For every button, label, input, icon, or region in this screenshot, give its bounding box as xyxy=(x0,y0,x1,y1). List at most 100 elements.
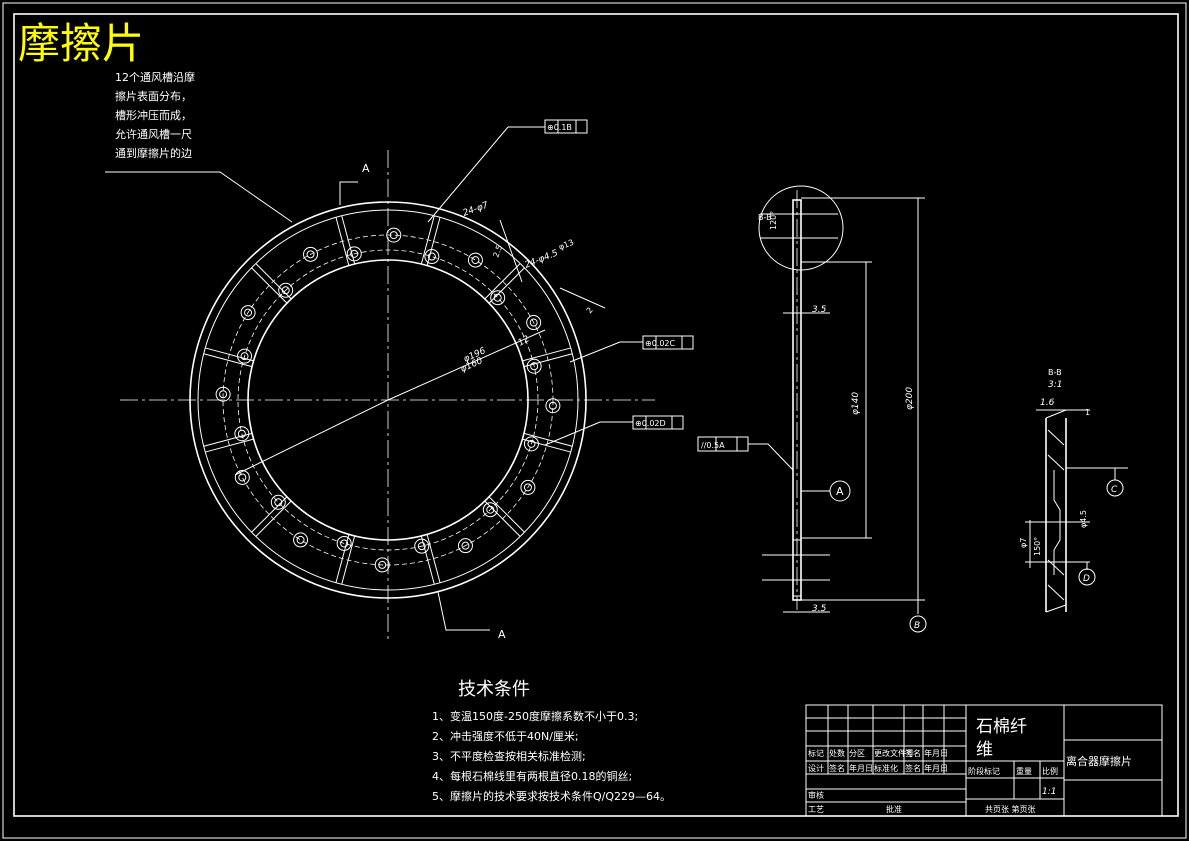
view-label-bb: B-B xyxy=(758,213,772,222)
tolerance-frame-c: ⊕0.02C xyxy=(642,335,694,350)
rivet-hole xyxy=(237,429,246,438)
vent-groove-edge xyxy=(484,500,521,537)
title-block-label: 年月日 xyxy=(924,748,948,758)
rivet-hole xyxy=(340,539,349,548)
rivet-hole xyxy=(493,293,502,302)
vent-groove-edge xyxy=(488,496,525,533)
dim-line-196 xyxy=(387,329,546,401)
vent-groove-edge xyxy=(255,263,292,300)
rivet-hole xyxy=(424,249,440,265)
title-block-label: 处数 xyxy=(829,748,845,758)
hole-circle-inner xyxy=(237,249,539,551)
dim-140: φ140 xyxy=(851,392,861,415)
svg-text:1、变温150度-250度摩擦系数不小于0.3;: 1、变温150度-250度摩擦系数不小于0.3; xyxy=(432,709,638,723)
leader-tol-d xyxy=(544,421,601,446)
vent-groove-edge xyxy=(522,438,571,453)
rivet-hole xyxy=(527,439,536,448)
rivet-hole xyxy=(244,308,253,317)
vent-groove-edge xyxy=(523,353,573,368)
dim-12: 12 xyxy=(517,334,532,349)
rivet-hole xyxy=(238,473,247,482)
svg-text:比例: 比例 xyxy=(1042,766,1058,776)
thickness-top: 3.5 xyxy=(812,305,827,315)
datum-b xyxy=(909,615,927,633)
material-line2: 维 xyxy=(976,740,993,760)
rivet-hole xyxy=(270,494,286,510)
svg-text://0.5A: //0.5A xyxy=(701,441,725,450)
vent-groove-edge xyxy=(426,534,441,583)
rivet-holes xyxy=(215,227,561,573)
rivet-hole xyxy=(467,252,483,268)
rivet-hole xyxy=(274,498,283,507)
svg-text:D: D xyxy=(1083,574,1090,584)
title-block: 石棉纤 维 离合器摩擦片 标记处数分区更改文件号签名年月日 设计签名年月日标准化… xyxy=(805,704,1163,817)
angle-120: 120° xyxy=(769,211,778,230)
svg-text:B: B xyxy=(914,621,920,631)
material-line1: 石棉纤 xyxy=(976,717,1027,737)
rivet-hole xyxy=(526,315,542,331)
svg-text:阶段标记: 阶段标记 xyxy=(968,766,1000,776)
vent-groove-edge xyxy=(335,217,350,266)
vent-groove-edge xyxy=(523,432,573,447)
title-block-label: 签名 xyxy=(905,748,921,758)
rivet-hole xyxy=(548,401,557,410)
vent-groove-edge xyxy=(420,215,435,265)
detail-label: B-B xyxy=(1048,368,1062,377)
vent-groove-note: 12个通风槽沿摩 擦片表面分布， 槽形冲压而成， 允许通风槽一尺 通到摩擦片的边 xyxy=(105,70,293,223)
svg-text:3、不平度检查按相关标准检测;: 3、不平度检查按相关标准检测; xyxy=(432,749,586,763)
dim-2: 2 xyxy=(585,306,595,316)
detail-d45: φ4.5 xyxy=(1079,510,1088,528)
detail-circle-b xyxy=(758,185,844,271)
title-block-label: 签名 xyxy=(829,763,845,773)
svg-text:批准: 批准 xyxy=(886,804,902,814)
tolerance-frame-d: ⊕0.02D xyxy=(632,415,684,430)
rivet-hole xyxy=(303,246,319,262)
detail-d7: φ7 xyxy=(1019,538,1028,548)
rivet-hole xyxy=(374,557,390,573)
svg-text:A: A xyxy=(836,485,844,498)
rivet-hole xyxy=(278,282,294,298)
dim-24-d45: 24-φ4.5 xyxy=(523,248,559,270)
tech-title: 技术条件 xyxy=(458,679,530,700)
svg-text:5、摩擦片的技术要求按技术条件Q/Q229—64。: 5、摩擦片的技术要求按技术条件Q/Q229—64。 xyxy=(432,789,671,803)
vent-groove-edge xyxy=(255,500,292,537)
datum-c xyxy=(1106,479,1124,497)
svg-text:⊕0.02D: ⊕0.02D xyxy=(635,419,666,428)
detail-view: B-B 3:1 1.6 1 C φ7 φ4.5 150° D xyxy=(1019,368,1128,613)
scale-value: 1:1 xyxy=(1042,787,1056,797)
rivet-hole xyxy=(237,348,253,364)
rivet-hole xyxy=(296,535,305,544)
dim-200: φ200 xyxy=(905,387,915,410)
rivet-hole xyxy=(386,227,402,243)
rivet-hole xyxy=(336,535,352,551)
dim-r2-5: 2.5 xyxy=(491,244,504,259)
datum-d xyxy=(1078,568,1096,586)
vent-groove-edge xyxy=(251,267,288,304)
technical-requirements: 技术条件 1、变温150度-250度摩擦系数不小于0.3; 2、冲击强度不低于4… xyxy=(432,679,671,803)
section-label-top: A xyxy=(362,162,370,175)
rivet-hole xyxy=(219,390,228,399)
rivet-hole xyxy=(234,426,250,442)
dim-24-d7: 24-φ7 xyxy=(462,200,490,219)
inner-bore xyxy=(247,259,529,541)
vent-groove-edge xyxy=(522,347,571,362)
thickness-bottom: 3.5 xyxy=(812,604,827,614)
svg-text:允许通风槽一尺: 允许通风槽一尺 xyxy=(115,127,192,141)
rivet-hole xyxy=(240,305,256,321)
vent-groove-edge xyxy=(203,432,253,447)
rivet-hole xyxy=(240,352,249,361)
section-arrow-top xyxy=(339,181,358,205)
detail-150: 150° xyxy=(1033,537,1042,556)
side-view: B-B 120° φ140 φ200 3.5 3.5 A B xyxy=(758,185,927,633)
rivet-hole xyxy=(378,560,387,569)
svg-text:12个通风槽沿摩: 12个通风槽沿摩 xyxy=(115,70,195,84)
rivet-hole xyxy=(526,358,542,374)
svg-text:审核: 审核 xyxy=(808,790,824,800)
vent-groove-edge xyxy=(341,215,356,265)
rivet-hole xyxy=(520,479,536,495)
vent-groove-edge xyxy=(251,496,288,533)
svg-text:通到摩擦片的边: 通到摩擦片的边 xyxy=(115,146,192,160)
vent-groove-edge xyxy=(205,347,254,362)
